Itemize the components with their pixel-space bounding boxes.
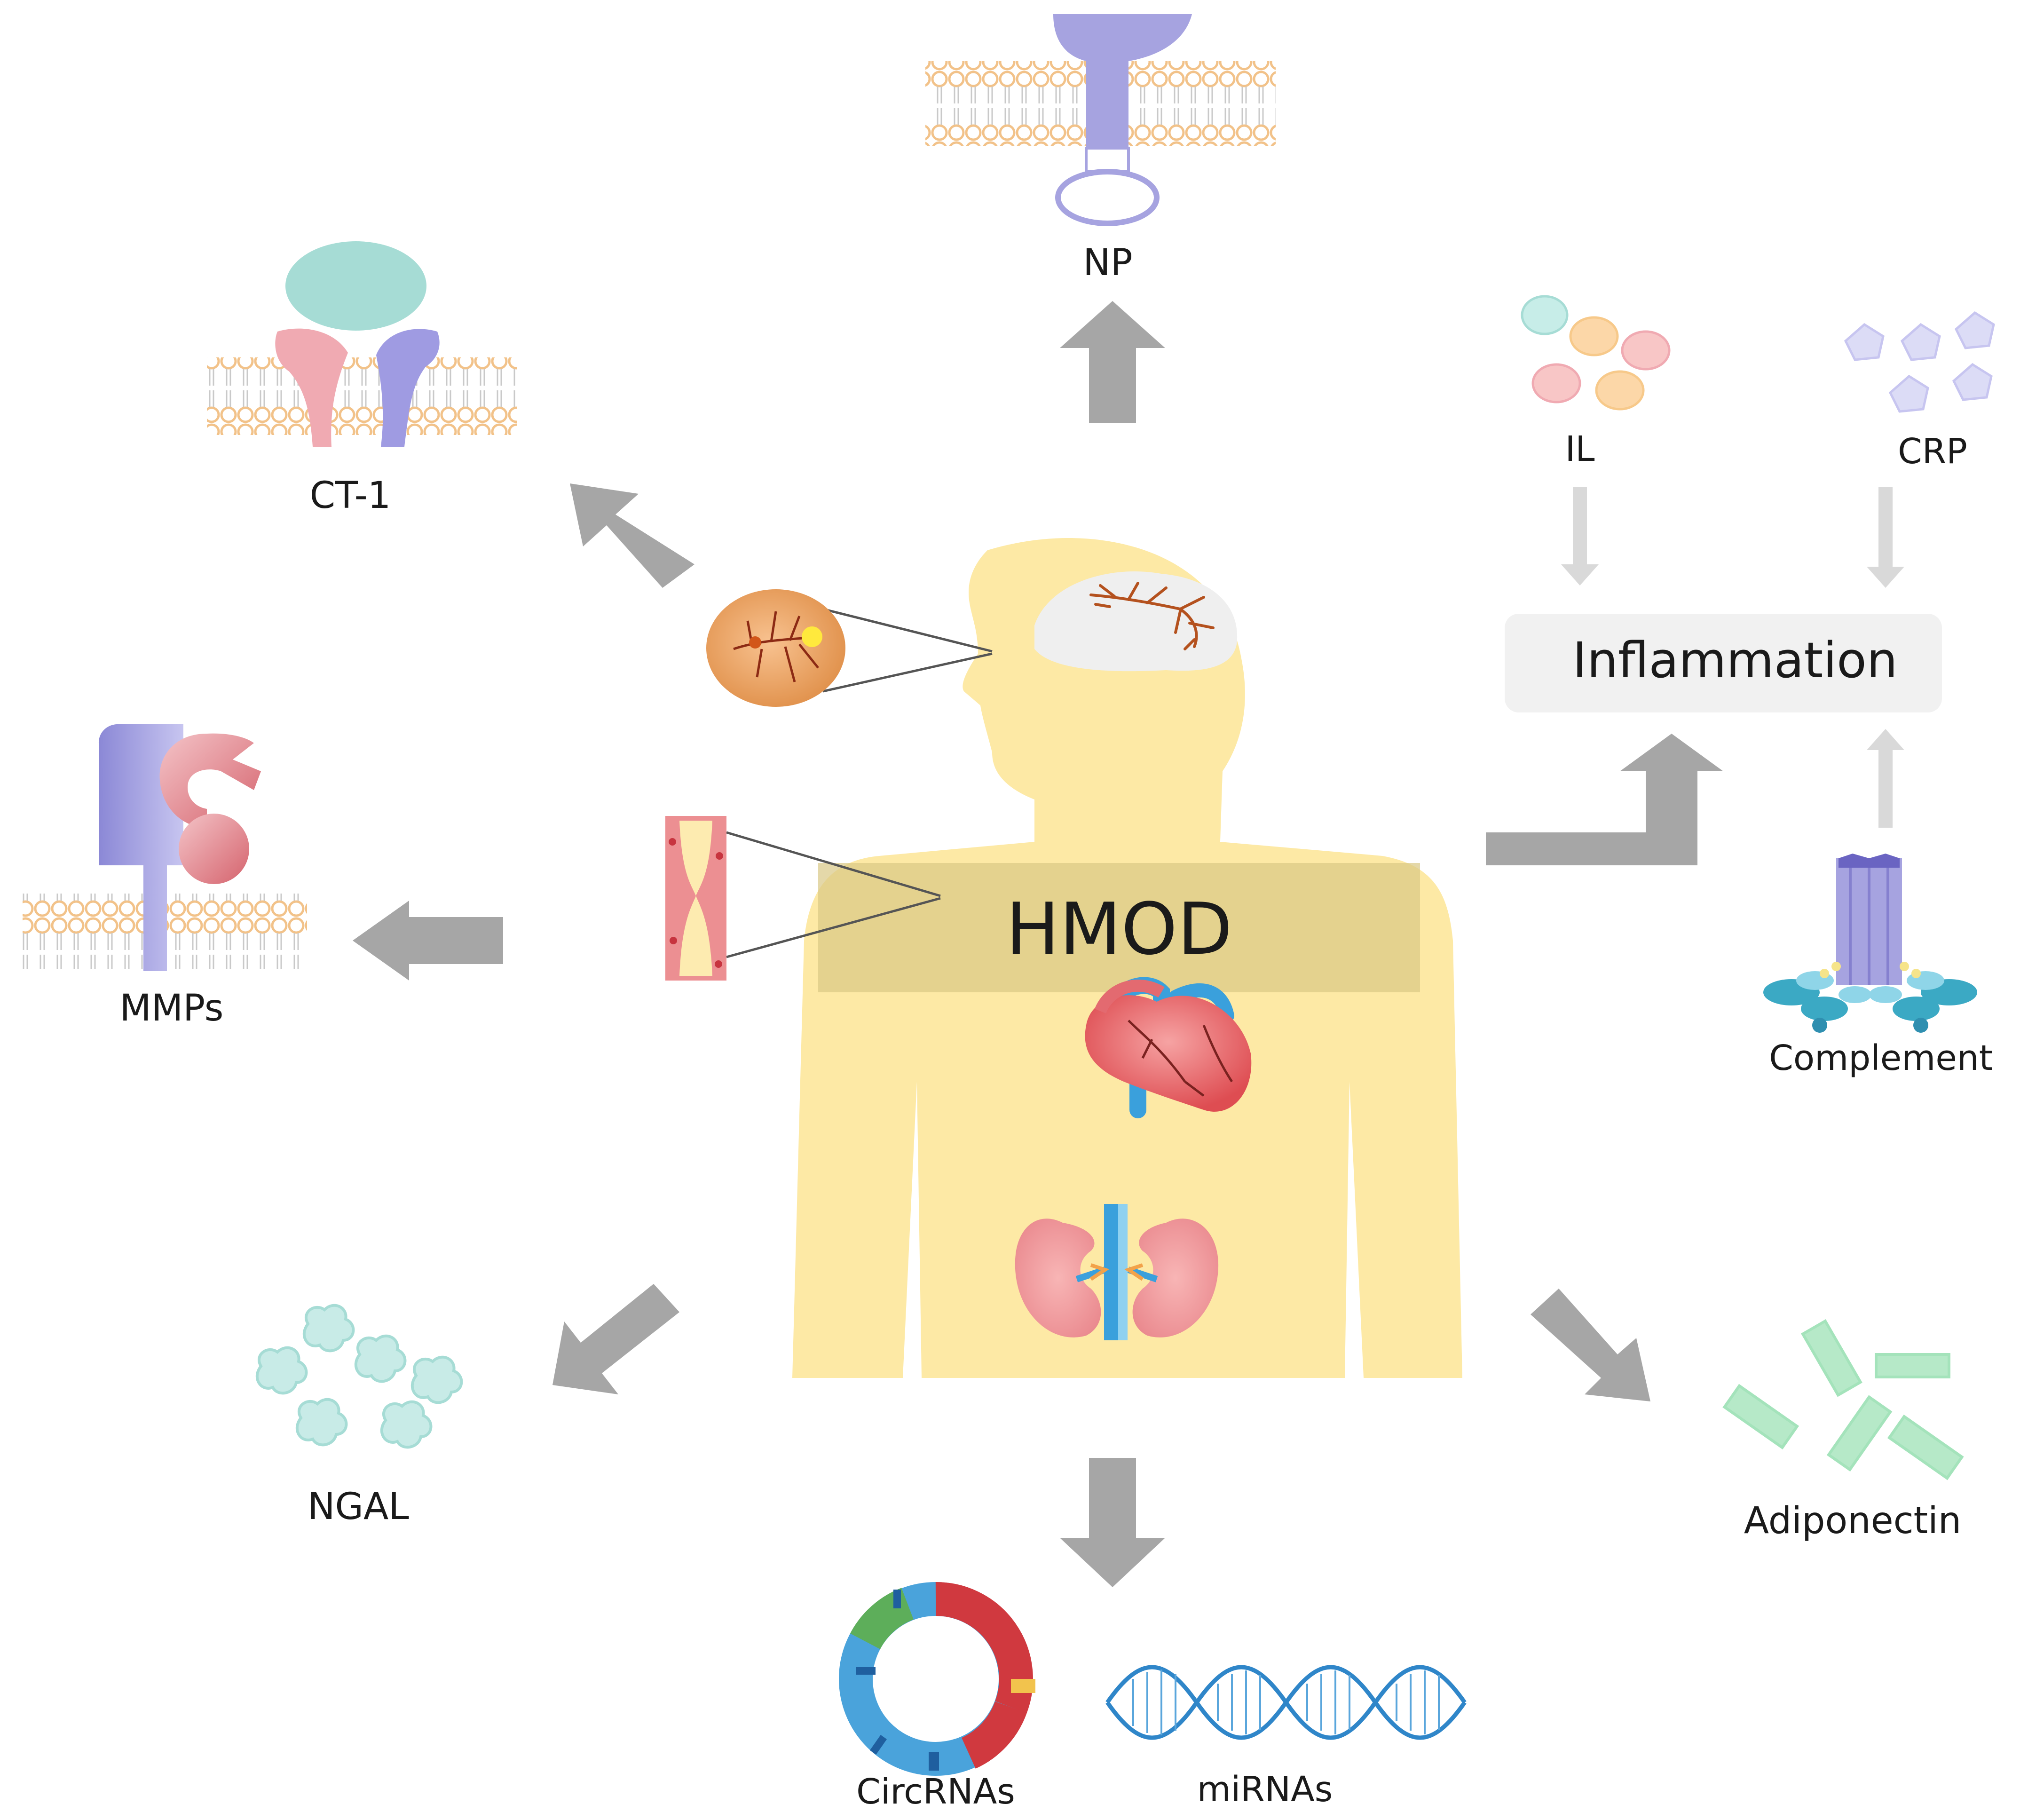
np-label: NP	[1083, 242, 1132, 284]
ct1-label: CT-1	[310, 475, 391, 517]
retina-icon	[706, 589, 993, 707]
arrow-il-to-inflammation	[1561, 487, 1599, 586]
arrow-to-ct1	[570, 483, 694, 588]
arrow-to-ngal	[552, 1284, 679, 1394]
np-receptor-icon	[925, 14, 1276, 226]
arrow-to-inflammation	[1486, 734, 1723, 865]
arrow-to-adiponectin	[1531, 1289, 1650, 1401]
hmod-band	[818, 863, 1420, 992]
heart-icon	[1085, 977, 1252, 1118]
adiponectin-label: Adiponectin	[1744, 1500, 1961, 1542]
mirnas-label: miRNAs	[1197, 1769, 1333, 1810]
il-label: IL	[1565, 429, 1594, 469]
adiponectin-icon	[1722, 1319, 1964, 1480]
crp-label: CRP	[1898, 431, 1967, 472]
complement-icon	[1763, 854, 1977, 1033]
crp-icon	[1844, 311, 1995, 413]
ngal-label: NGAL	[308, 1486, 409, 1528]
mmps-icon	[23, 724, 307, 971]
brain-icon	[1034, 571, 1238, 672]
blood-vessel-icon	[665, 816, 941, 981]
inflammation-label: Inflammation	[1572, 632, 1897, 689]
arrow-to-mmps	[353, 901, 503, 981]
complement-label: Complement	[1769, 1038, 1993, 1078]
kidneys-icon	[1015, 1204, 1219, 1340]
arrow-complement-to-inflammation	[1867, 729, 1904, 828]
ct1-receptor-icon	[207, 241, 517, 447]
il-icon	[1521, 295, 1671, 411]
mirna-dna-icon	[1105, 1665, 1467, 1740]
arrow-crp-to-inflammation	[1867, 487, 1904, 588]
circrna-icon	[839, 1582, 1035, 1776]
ngal-icon	[255, 1304, 463, 1449]
arrow-to-rna	[1060, 1458, 1165, 1587]
arrow-to-np	[1060, 301, 1165, 423]
inflammation-box	[1505, 614, 1942, 712]
hmod-title: HMOD	[1006, 887, 1232, 971]
circrnas-label: CircRNAs	[856, 1772, 1015, 1812]
mmps-label: MMPs	[120, 987, 224, 1029]
